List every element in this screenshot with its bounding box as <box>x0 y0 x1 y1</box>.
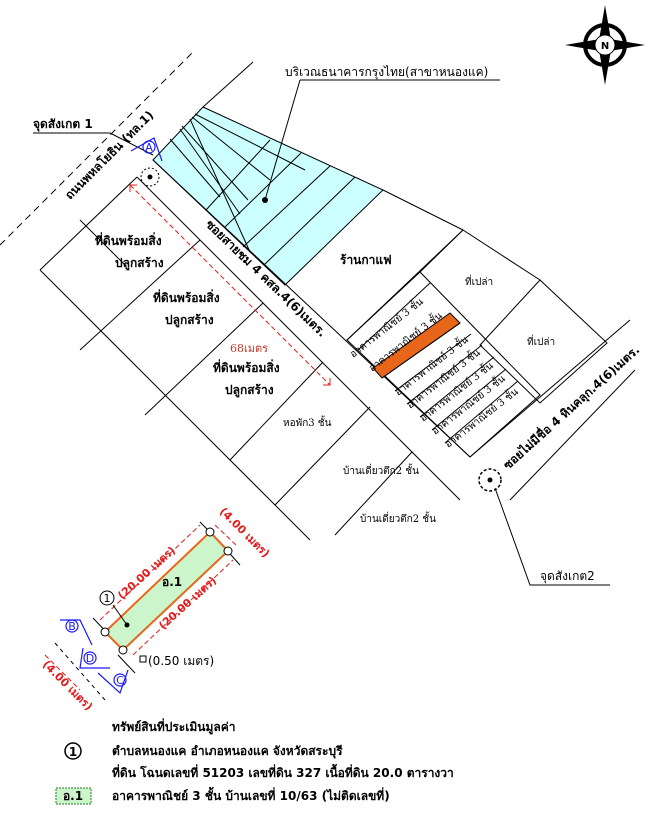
soi2-edge-lower <box>509 369 636 501</box>
marker-d-label: D <box>86 652 94 665</box>
dorm-label: หอพัก3 ชั้น <box>283 415 332 429</box>
soi2-label: ซอยไม่มีชื่อ 4 หินคลุก.4(6)เมตร. <box>499 341 643 473</box>
soi1-edge-upper <box>152 159 471 458</box>
parcel1-label-2: ปลูกสร้าง <box>115 256 164 271</box>
arrow-head-start-icon <box>129 184 137 192</box>
plot-number-icon <box>99 590 115 606</box>
parcel3-label-2: ปลูกสร้าง <box>225 383 274 398</box>
arrow-head-end-icon <box>323 378 331 386</box>
legend-number-icon <box>64 742 82 760</box>
landmark2-circle-icon <box>478 468 502 492</box>
soi1-edge-lower <box>136 176 461 501</box>
road-edge-right <box>202 61 254 108</box>
marker-c-label: C <box>116 674 124 687</box>
bank-label: บริเวณธนาคารกรุงไทย(สาขาหนองแค) <box>285 65 488 80</box>
house2-label: บ้านเดี่ยวตึก2 ชั้น <box>360 511 436 525</box>
north-compass-icon: N <box>565 5 645 85</box>
parcel2-label: ที่ดินพร้อมสิ่ง <box>153 289 220 305</box>
parcel1-label: ที่ดินพร้อมสิ่ง <box>95 232 162 248</box>
plot-number: 1 <box>104 592 111 605</box>
view-marker-d-icon: D <box>79 647 110 669</box>
distance-label: 68เมตร <box>230 342 268 355</box>
legend-building: อาคารพาณิชย์ 3 ชั้น บ้านเลขที่ 10/63 (ไม… <box>112 786 390 803</box>
house1-label: บ้านเดี่ยวตึก2 ชั้น <box>343 463 419 477</box>
vacant1-label: ที่เปล่า <box>465 274 493 288</box>
road-centerline <box>0 49 196 246</box>
plot-setback: (0.50 เมตร) <box>148 654 214 668</box>
landmark1-label: จุดสังเกต 1 <box>33 117 93 132</box>
soi2-edge-upper <box>469 319 631 458</box>
compass-label: N <box>601 41 609 52</box>
legend-deed: ที่ดิน โฉนดเลขที่ 51203 เลขที่ดิน 327 เน… <box>112 763 454 780</box>
bank-leader-line <box>264 79 301 201</box>
landmark2-label: จุดสังเกต2 <box>540 569 595 584</box>
landmark1-dot-icon <box>147 174 153 180</box>
vacant1-boundary <box>419 229 541 281</box>
setback-icon <box>139 655 147 663</box>
legend-building-swatch <box>55 787 92 805</box>
landmark1-circle-icon <box>140 167 160 187</box>
road-edge-left <box>39 176 138 271</box>
road-edge <box>109 132 154 156</box>
vacant2-plot <box>479 279 608 404</box>
marker-b-label: B <box>68 620 76 633</box>
landmark2-leader <box>494 487 610 586</box>
cafe-label: ร้านกาแฟ <box>340 253 392 267</box>
plot-building-code: อ.1 <box>162 575 182 589</box>
view-marker-c-icon: C <box>97 669 129 695</box>
legend-number: 1 <box>69 745 77 759</box>
view-marker-a-icon: A <box>130 137 163 162</box>
marker-a-label: A <box>145 141 153 154</box>
commercial-buildings <box>346 271 541 458</box>
left-parcels <box>39 219 413 541</box>
legend-title: ทรัพย์สินที่ประเมินมูลค่า <box>112 718 236 735</box>
parcel3-label: ที่ดินพร้อมสิ่ง <box>213 359 280 375</box>
bank-point-icon <box>262 197 268 203</box>
legend-location: ตำบลหนองแค อำเภอหนองแค จังหวัดสระบุรี <box>112 744 343 759</box>
legend-building-code: อ.1 <box>63 789 83 803</box>
view-marker-b-icon: B <box>60 619 93 646</box>
cafe-top-boundary <box>382 189 464 231</box>
bank-area <box>152 106 384 286</box>
parcel2-label-2: ปลูกสร้าง <box>165 313 214 328</box>
plot-side-short-2: (4.00 เมตร) <box>40 658 95 713</box>
distance-arrow <box>129 184 331 386</box>
vacant2-label: ที่เปล่า <box>527 334 555 348</box>
legend: ทรัพย์สินที่ประเมินมูลค่า 1 ตำบลหนองแค อ… <box>55 718 454 805</box>
landmark2-dot-icon <box>487 477 493 483</box>
plot-detail <box>44 521 241 691</box>
